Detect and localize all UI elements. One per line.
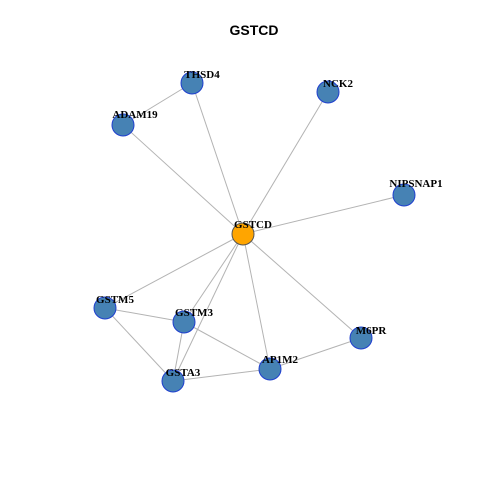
nodes-layer [93, 71, 416, 393]
node-gstcd [231, 222, 255, 246]
node-thsd4 [180, 71, 204, 95]
edge-adam19-thsd4 [122, 82, 193, 126]
edge-gsta3-ap1m2 [172, 368, 271, 382]
node-label-ap1m2: AP1M2 [262, 354, 299, 366]
node-m6pr [349, 326, 373, 350]
edge-gstm3-ap1m2 [183, 321, 271, 370]
edge-gstcd-gsta3 [172, 233, 244, 382]
node-label-m6pr: M6PR [356, 325, 388, 337]
edge-gstcd-ap1m2 [242, 233, 271, 370]
edge-gstcd-m6pr [242, 233, 362, 339]
node-gsta3 [161, 369, 185, 393]
node-label-adam19: ADAM19 [112, 109, 158, 121]
node-adam19 [111, 113, 135, 137]
edge-ap1m2-m6pr [269, 337, 362, 370]
chart-title: GSTCD [230, 22, 279, 38]
edges-layer [104, 82, 405, 382]
node-label-nck2: NCK2 [323, 78, 353, 90]
node-gstm5 [93, 296, 117, 320]
node-label-gsta3: GSTA3 [166, 367, 201, 379]
node-label-thsd4: THSD4 [184, 69, 220, 81]
edge-gstcd-adam19 [122, 124, 244, 235]
node-label-gstcd: GSTCD [234, 219, 272, 231]
edge-gstm5-gstm3 [104, 307, 185, 323]
node-nck2 [316, 80, 340, 104]
edge-gstcd-nck2 [242, 91, 329, 235]
node-ap1m2 [258, 357, 282, 381]
edge-gstcd-nipsnap1 [242, 194, 405, 235]
edge-gstcd-thsd4 [191, 82, 244, 235]
edge-gstm5-gsta3 [104, 307, 174, 382]
edge-gstcd-gstm3 [183, 233, 244, 323]
node-label-gstm5: GSTM5 [96, 294, 134, 306]
node-nipsnap1 [392, 183, 416, 207]
edge-gstcd-gstm5 [104, 233, 244, 309]
node-label-nipsnap1: NIPSNAP1 [389, 178, 442, 190]
node-gstm3 [172, 310, 196, 334]
node-label-gstm3: GSTM3 [175, 307, 213, 319]
